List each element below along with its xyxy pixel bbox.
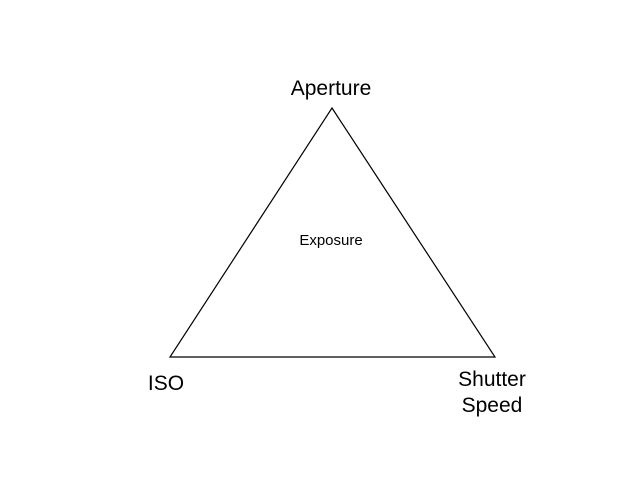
shutter-speed-label: Shutter Speed (458, 368, 526, 417)
aperture-label: Aperture (290, 77, 372, 100)
triangle-shape (168, 106, 497, 358)
exposure-label: Exposure (299, 232, 363, 249)
iso-label: ISO (147, 372, 185, 395)
